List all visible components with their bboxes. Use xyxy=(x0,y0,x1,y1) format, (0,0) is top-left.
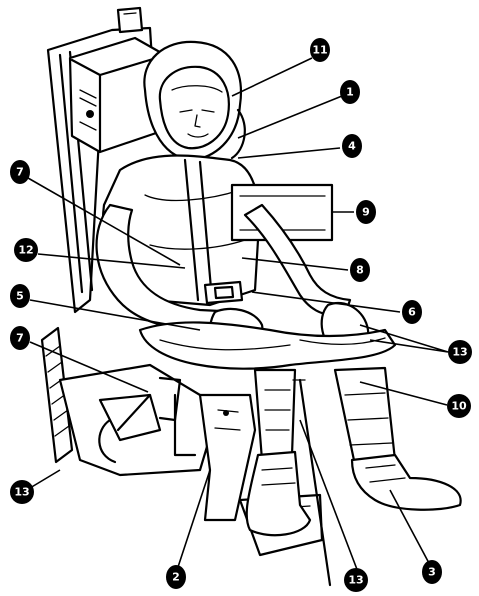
svg-text:2: 2 xyxy=(172,571,180,584)
callout-2: 2 xyxy=(166,565,186,589)
callout-12: 12 xyxy=(14,238,38,262)
svg-text:4: 4 xyxy=(348,140,356,153)
svg-text:13: 13 xyxy=(348,574,363,587)
svg-text:11: 11 xyxy=(312,44,327,57)
svg-text:12: 12 xyxy=(18,244,33,257)
callout-11: 11 xyxy=(310,38,330,62)
svg-text:1: 1 xyxy=(346,86,354,99)
callout-13-right: 13 xyxy=(448,340,472,364)
callout-7-upper: 7 xyxy=(10,160,30,184)
callout-13-left: 13 xyxy=(10,480,34,504)
callout-9: 9 xyxy=(356,200,376,224)
callout-4: 4 xyxy=(342,134,362,158)
svg-text:7: 7 xyxy=(16,166,24,179)
svg-text:9: 9 xyxy=(362,206,370,219)
svg-text:8: 8 xyxy=(356,264,364,277)
callout-7-lower: 7 xyxy=(10,326,30,350)
callout-6: 6 xyxy=(402,300,422,324)
svg-text:5: 5 xyxy=(16,290,24,303)
callout-3: 3 xyxy=(422,560,442,584)
svg-text:3: 3 xyxy=(428,566,436,579)
callout-13-bottom: 13 xyxy=(344,568,368,592)
callout-10: 10 xyxy=(447,394,471,418)
callout-5: 5 xyxy=(10,284,30,308)
callout-8: 8 xyxy=(350,258,370,282)
svg-text:10: 10 xyxy=(451,400,467,413)
svg-text:7: 7 xyxy=(16,332,24,345)
svg-text:13: 13 xyxy=(452,346,467,359)
svg-text:13: 13 xyxy=(14,486,29,499)
callout-1: 1 xyxy=(340,80,360,104)
svg-text:6: 6 xyxy=(408,306,416,319)
